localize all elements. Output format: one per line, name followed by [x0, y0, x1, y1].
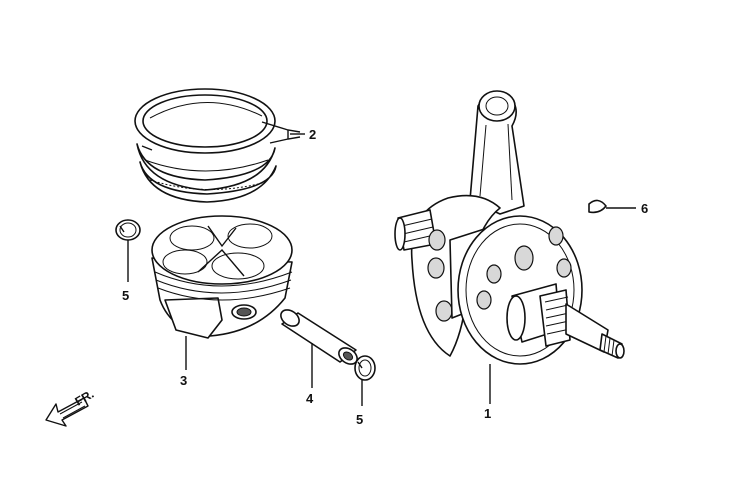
- callout-4-label: 4: [306, 391, 314, 406]
- callout-6-label: 6: [641, 201, 648, 216]
- key-illustration: [588, 199, 607, 214]
- piston-illustration: [151, 215, 293, 339]
- clip-right-illustration: [354, 355, 376, 381]
- piston-rings-illustration: [134, 88, 277, 203]
- piston-pin-illustration: [280, 309, 358, 365]
- clip-left-illustration: [115, 219, 141, 241]
- callout-5-left-label: 5: [122, 288, 129, 303]
- callout-2-leader: [261, 121, 305, 144]
- arrow-icon: [45, 397, 89, 427]
- callout-2-label: 2: [309, 127, 316, 142]
- callout-1-label: 1: [484, 406, 491, 421]
- crankshaft-illustration: [394, 90, 625, 365]
- callout-3-label: 3: [180, 373, 187, 388]
- callout-5-right-label: 5: [356, 412, 363, 427]
